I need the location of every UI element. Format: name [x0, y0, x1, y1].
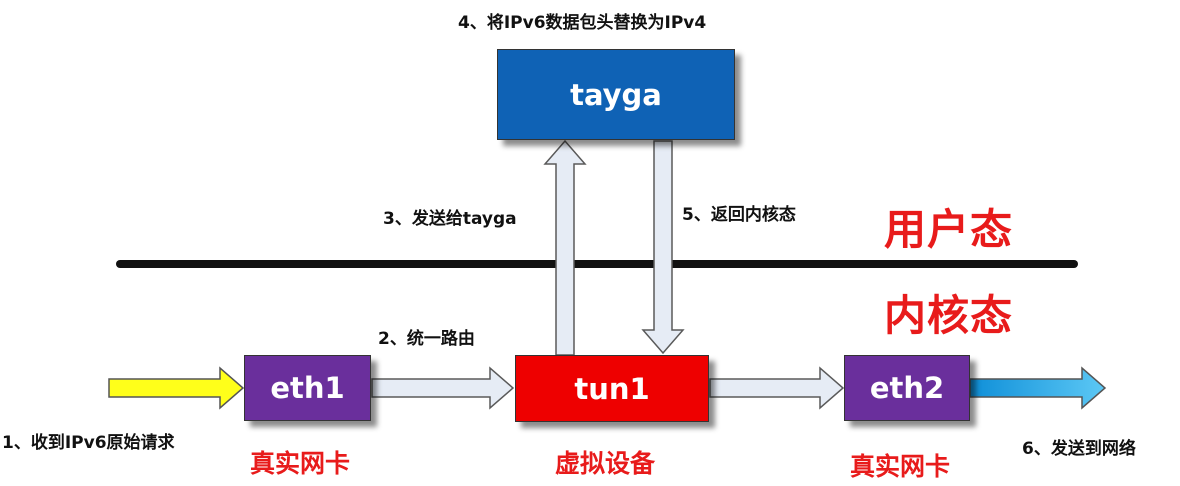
eth1-label: eth1 [270, 371, 345, 405]
eth2-caption: 真实网卡 [850, 452, 951, 481]
tayga-node: tayga [497, 49, 735, 140]
user-space-label: 用户态 [884, 205, 1014, 254]
kernel-space-label: 内核态 [884, 291, 1014, 340]
eth2-node: eth2 [844, 355, 970, 421]
tayga-label: tayga [570, 77, 662, 112]
tun1-caption: 虚拟设备 [555, 449, 656, 478]
input-arrow [108, 366, 245, 410]
arrow-tayga-to-tun1 [641, 140, 685, 355]
output-arrow [969, 366, 1107, 410]
step-2-label: 2、统一路由 [378, 329, 475, 349]
step-3-label: 3、发送给tayga [383, 209, 517, 229]
step-5-label: 5、返回内核态 [682, 205, 796, 225]
arrow-tun1-to-eth2 [709, 366, 845, 410]
step-6-label: 6、发送到网络 [1022, 439, 1136, 459]
tun1-label: tun1 [574, 371, 650, 406]
step-1-label: 1、收到IPv6原始请求 [2, 433, 175, 453]
tun1-node: tun1 [515, 355, 709, 422]
eth1-node: eth1 [244, 355, 371, 421]
eth1-caption: 真实网卡 [250, 449, 351, 478]
arrow-tun1-to-tayga [543, 139, 587, 356]
step-4-label: 4、将IPv6数据包头替换为IPv4 [458, 13, 707, 33]
eth2-label: eth2 [869, 371, 945, 405]
arrow-eth1-to-tun1 [371, 366, 515, 410]
